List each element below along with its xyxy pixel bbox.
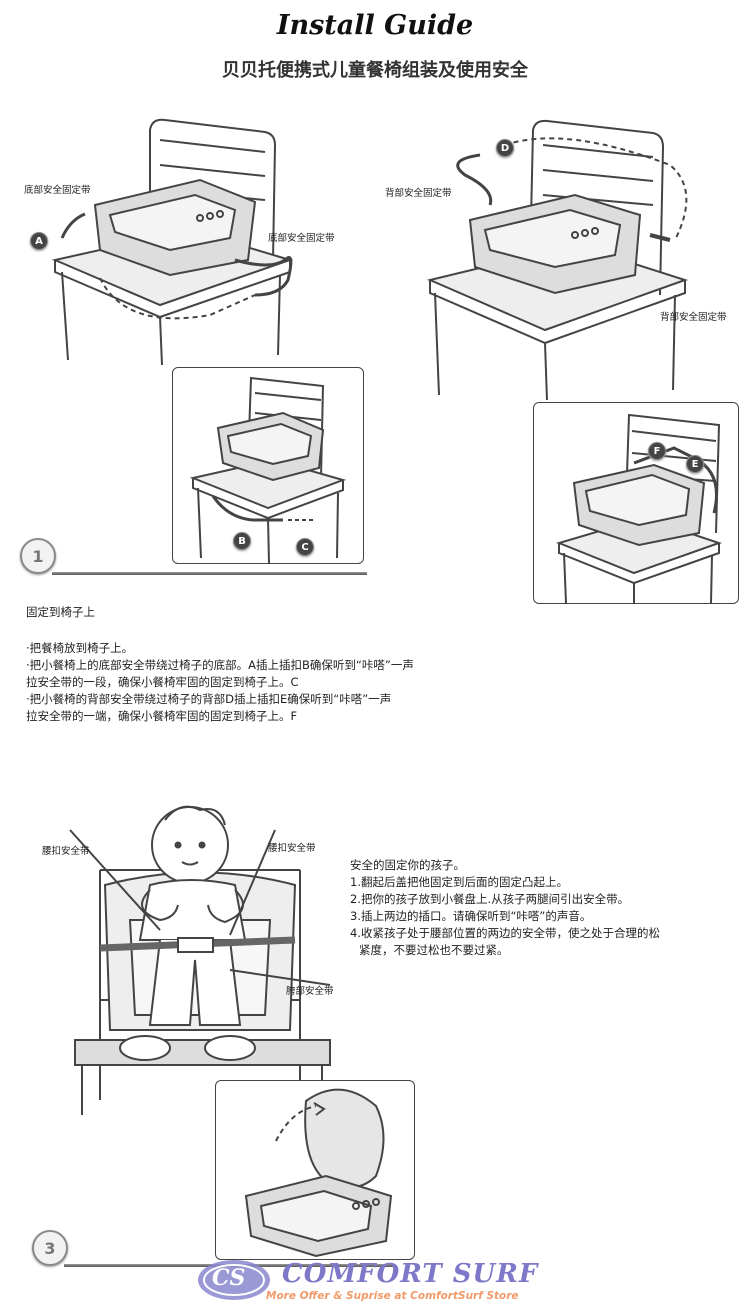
marker-b: B [233,532,251,550]
page-subtitle: 贝贝托便携式儿童餐椅组装及使用安全 [222,60,528,81]
step-3-badge: 3 [32,1230,68,1266]
marker-c: C [296,538,314,556]
step-3-line: 安全的固定你的孩子。 [350,858,465,872]
step-1-instructions: ·把餐椅放到椅子上。 ·把小餐椅上的底部安全带绕过椅子的底部。A插上插扣B确保听… [26,640,586,725]
illustration-back-strap [425,115,715,400]
page-title: Install Guide [276,10,474,41]
label-buckle-left: 腰扣安全带 [42,846,90,857]
step-3-line: 3.插上两边的插口。请确保听到“咔嗒”的声音。 [350,909,592,923]
step-1-line: ·把餐椅放到椅子上。 [26,641,134,655]
step-1-divider [52,572,367,575]
brand-name: COMFORT SURF [282,1259,539,1289]
step-3-line: 紧度，不要过松也不要过紧。 [359,943,509,957]
inset-back-buckle [533,402,739,604]
marker-e: E [686,455,704,473]
label-back-strap-bottom: 背部安全固定带 [660,312,727,323]
illustration-child-seated [60,800,360,1120]
marker-f: F [648,442,666,460]
step-3-line: 1.翻起后盖把他固定到后面的固定凸起上。 [350,875,568,889]
step-3-line: 4.收紧孩子处于腰部位置的两边的安全带，使之处于合理的松 [350,926,660,940]
step-1-line: 拉安全带的一端，确保小餐椅牢固的固定到椅子上。F [26,709,298,723]
marker-a: A [30,232,48,250]
step-1-badge: 1 [20,538,56,574]
brand-tagline: More Offer & Suprise at ComfortSurf Stor… [266,1290,519,1302]
label-bottom-strap-right: 底部安全固定带 [268,233,335,244]
marker-d: D [496,139,514,157]
illustration-bottom-strap [30,110,330,370]
step-3-instructions: 安全的固定你的孩子。 1.翻起后盖把他固定到后面的固定凸起上。 2.把你的孩子放… [350,857,745,959]
inset-bottom-buckle [172,367,364,564]
comfortsurf-logo [194,1256,274,1304]
label-crotch: 胯部安全带 [286,986,334,997]
step-1-heading: 固定到椅子上 [26,605,95,619]
inset-lid [215,1080,415,1260]
logo-letters: CS [212,1265,246,1291]
step-1-line: ·把小餐椅上的底部安全带绕过椅子的底部。A插上插扣B确保听到“咔嗒”一声 [26,658,414,672]
step-1-line: 拉安全带的一段，确保小餐椅牢固的固定到椅子上。C [26,675,299,689]
label-buckle-right: 腰扣安全带 [268,843,316,854]
label-bottom-strap-left: 底部安全固定带 [24,185,91,196]
step-3-line: 2.把你的孩子放到小餐盘上.从孩子两腿间引出安全带。 [350,892,630,906]
step-1-line: ·把小餐椅的背部安全带绕过椅子的背部D插上插扣E确保听到“咔嗒”一声 [26,692,392,706]
label-back-strap-top: 背部安全固定带 [385,188,452,199]
